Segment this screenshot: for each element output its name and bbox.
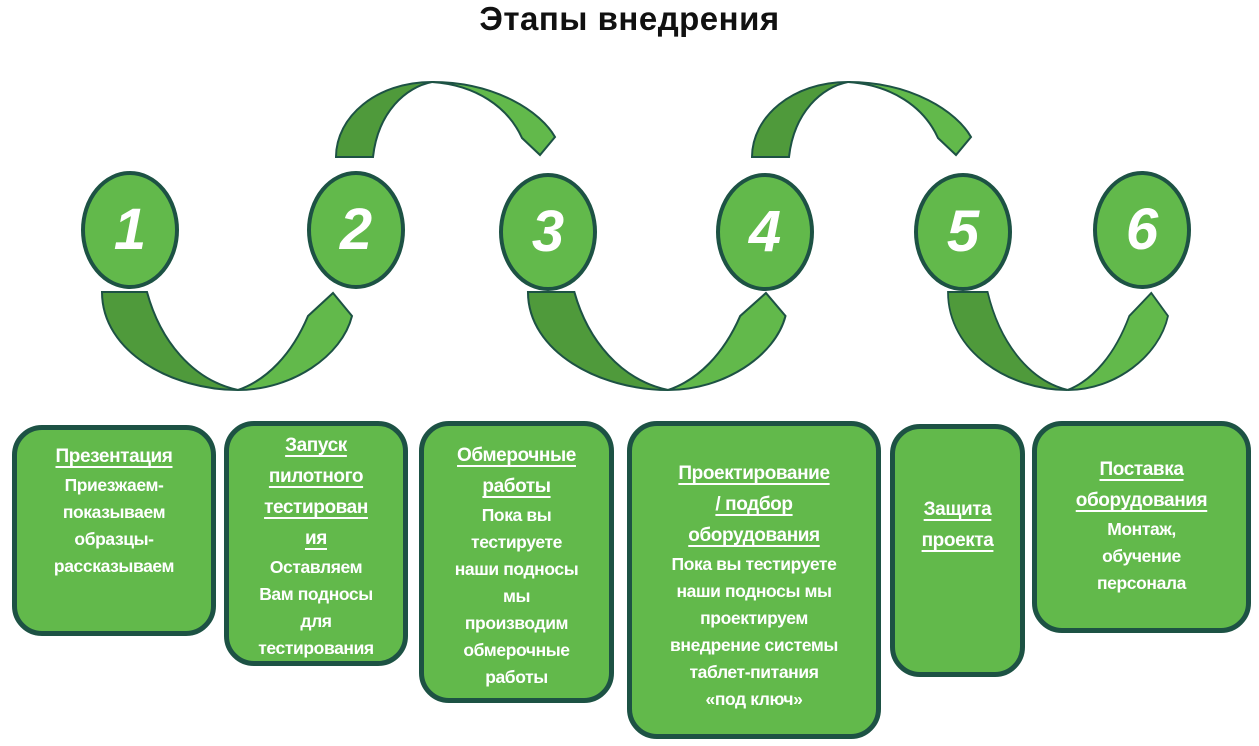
step-number-2: 2	[339, 197, 373, 262]
step-heading: Защита проекта	[921, 498, 994, 551]
step-card-3: Обмерочные работы Пока вы тестируете наш…	[419, 421, 614, 703]
step-circle-1	[81, 171, 179, 289]
step-description: Оставляем Вам подносы для тестирования	[258, 557, 374, 658]
step-card-1: Презентация Приезжаем- показываем образц…	[12, 425, 216, 636]
arc-1-2	[101, 291, 353, 391]
step-circle-3	[499, 173, 597, 291]
arc-3-4	[526, 290, 787, 392]
step-card-5: Защита проекта	[890, 424, 1025, 677]
step-description: Монтаж, обучение персонала	[1097, 519, 1186, 593]
step-circle-2	[307, 171, 405, 289]
step-card-2: Запуск пилотного тестирован ия Оставляем…	[224, 421, 408, 666]
step-circle-6	[1093, 171, 1191, 289]
step-circle-4	[716, 173, 814, 291]
page-title: Этапы внедрения	[479, 0, 780, 37]
step-description: Пока вы тестируете наши подносы мы проек…	[670, 554, 838, 709]
step-heading: Запуск пилотного тестирован ия	[264, 435, 368, 549]
step-card-4: Проектирование / подбор оборудования Пок…	[627, 421, 881, 739]
arc-2-3	[335, 81, 556, 158]
step-heading: Презентация	[55, 446, 173, 467]
step-heading: Обмерочные работы	[457, 445, 576, 497]
step-number-1: 1	[113, 197, 147, 262]
arc-5-6	[947, 291, 1169, 391]
step-number-6: 6	[1125, 197, 1159, 262]
step-description: Приезжаем- показываем образцы- рассказыв…	[53, 475, 175, 576]
step-card-6: Поставка оборудования Монтаж, обучение п…	[1032, 421, 1251, 633]
step-heading: Поставка оборудования	[1075, 459, 1208, 511]
arc-4-5	[751, 81, 972, 158]
step-number-3: 3	[531, 199, 565, 264]
step-heading: Проектирование / подбор оборудования	[678, 463, 830, 546]
step-number-4: 4	[748, 199, 782, 264]
step-number-5: 5	[946, 199, 980, 264]
step-description: Пока вы тестируете наши подносы мы произ…	[454, 505, 579, 687]
step-circle-5	[914, 173, 1012, 291]
